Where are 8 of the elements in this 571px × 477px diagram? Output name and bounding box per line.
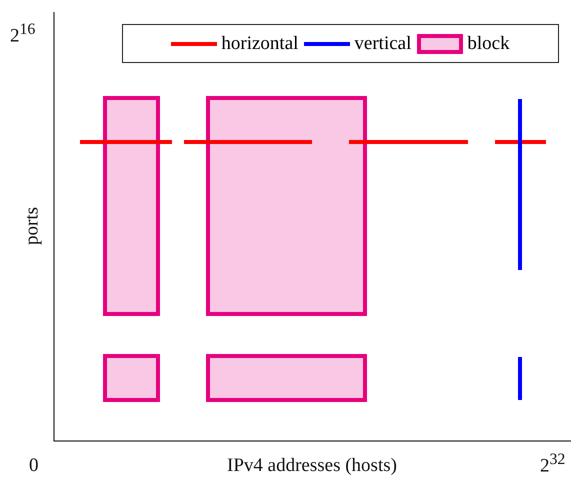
axis-title: ports — [22, 207, 42, 245]
axis-label: 2$^{16}$ — [10, 22, 36, 46]
axis-label: IPv4 addresses (hosts) — [227, 456, 397, 475]
legend-label: block — [467, 32, 510, 54]
legend-label: horizontal — [221, 32, 298, 54]
axis-label: 0 — [29, 456, 38, 475]
legend-label: vertical — [354, 32, 412, 54]
axis-label: 2$^{32}$ — [540, 452, 566, 476]
